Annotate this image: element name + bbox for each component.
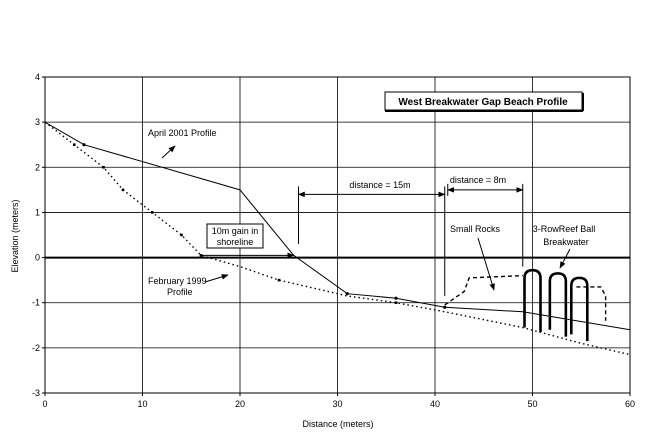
april-2001-marker (394, 296, 398, 300)
shoreline-gain-line1: 10m gain in (212, 226, 259, 236)
feb-1999-marker (102, 165, 105, 169)
reef-ball-arrow (559, 248, 571, 269)
reef-ball-arch (548, 272, 568, 337)
y-tick-label: 2 (35, 162, 40, 172)
april-profile-label: April 2001 Profile (148, 128, 217, 138)
feb-1999-marker (394, 301, 398, 305)
x-tick-label: 20 (235, 399, 245, 409)
y-tick-label: 3 (35, 117, 40, 127)
x-tick-label: 0 (42, 399, 47, 409)
april-label-arrow (161, 145, 176, 159)
x-axis-title: Distance (meters) (302, 419, 373, 429)
reef-ball-label-line1: 3-RowReef Ball (533, 224, 596, 234)
feb-1999-marker (121, 188, 125, 192)
feb-1999-marker (150, 211, 154, 214)
small-rocks-label: Small Rocks (450, 224, 501, 234)
structure-sketches (444, 268, 607, 342)
y-tick-label: -1 (32, 298, 40, 308)
annotation-arrows (161, 145, 571, 296)
feb-profile-label-line2: Profile (167, 287, 193, 297)
grid-lines (44, 76, 631, 394)
feb-1999-marker (277, 278, 281, 282)
feb-1999-marker (72, 143, 76, 147)
reef-ball-arch (570, 276, 589, 342)
april-2001-marker (345, 292, 349, 296)
april-2001-marker (443, 305, 447, 309)
reef-outline (576, 286, 607, 321)
small-rocks-arrow (477, 237, 495, 291)
distance-15m-label: distance = 15m (349, 180, 410, 190)
x-tick-label: 50 (527, 399, 537, 409)
distance-8m-label: distance = 8m (450, 175, 506, 185)
april-2001-marker (82, 143, 86, 147)
axes (42, 76, 631, 396)
reef-ball-label-line2: Breakwater (543, 237, 589, 247)
chart-title: West Breakwater Gap Beach Profile (398, 97, 568, 108)
y-tick-label: -3 (32, 388, 40, 398)
shoreline-gain-line2: shoreline (217, 237, 254, 247)
series-line-feb-1999 (44, 121, 631, 356)
feb-label-arrow (204, 274, 229, 283)
small-rocks-outline (444, 274, 523, 306)
y-tick-label: 1 (35, 207, 40, 217)
y-tick-label: -2 (32, 343, 40, 353)
y-tick-label: 0 (35, 253, 40, 263)
y-axis-title: Elevation (meters) (10, 199, 20, 272)
y-tick-label: 4 (35, 72, 40, 82)
x-tick-label: 60 (625, 399, 635, 409)
x-tick-label: 10 (137, 399, 147, 409)
x-tick-label: 40 (430, 399, 440, 409)
x-tick-label: 30 (332, 399, 342, 409)
reef-ball-arch (523, 268, 542, 333)
series-layer (44, 121, 631, 356)
feb-1999-marker (180, 233, 183, 237)
shoreline-gain-box (206, 223, 264, 249)
feb-profile-label-line1: February 1999 (148, 276, 207, 286)
